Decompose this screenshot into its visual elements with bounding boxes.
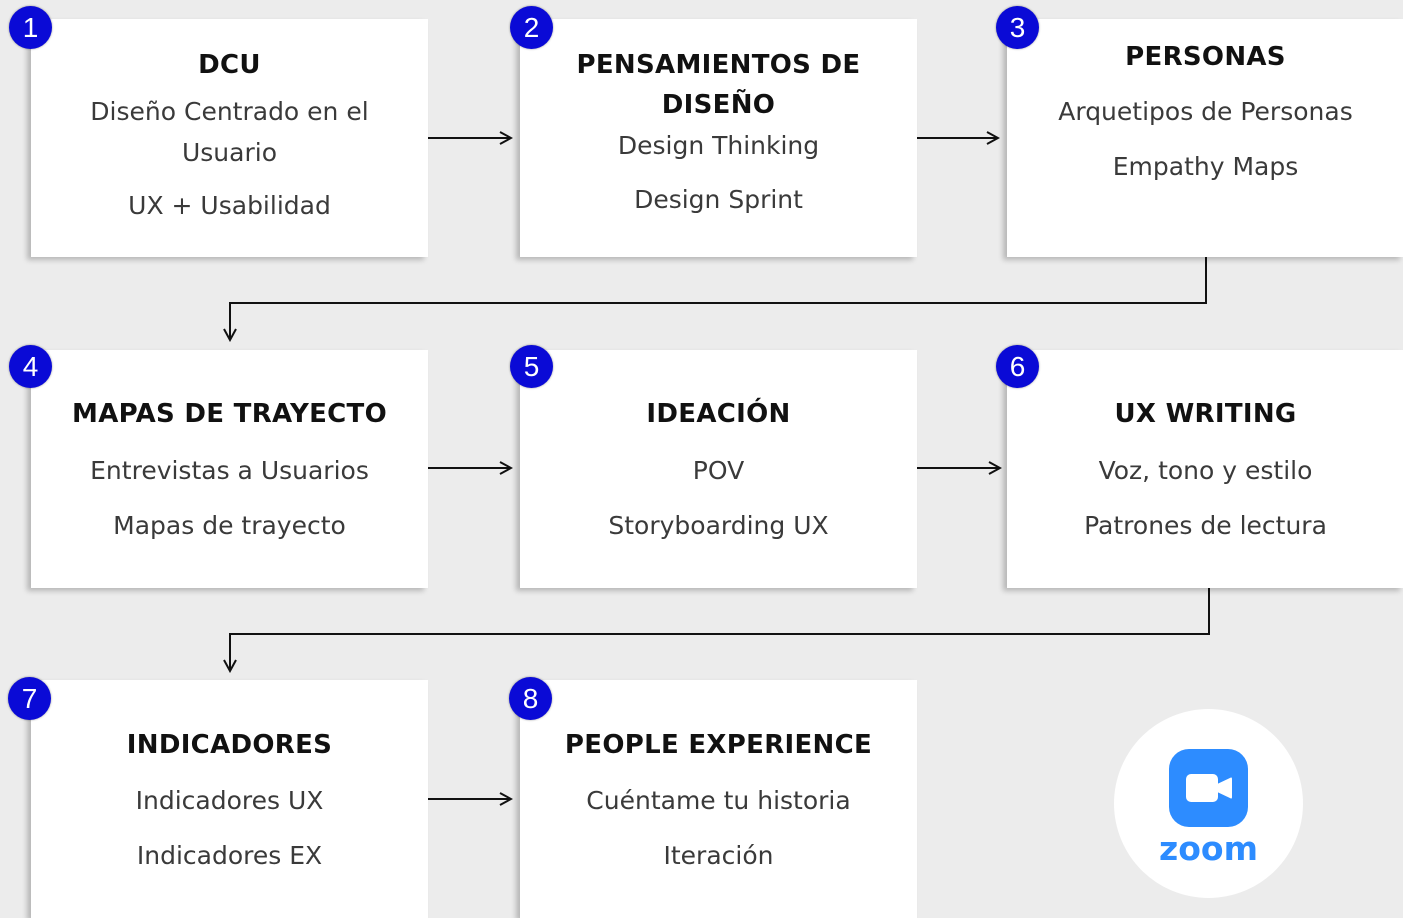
step-card-people-experience: PEOPLE EXPERIENCE Cuéntame tu historia I… <box>520 680 917 918</box>
step-title: INDICADORES <box>126 730 333 760</box>
step-number-badge: 1 <box>9 6 52 49</box>
zoom-logo: zoom <box>1114 709 1303 898</box>
step-title: PEOPLE EXPERIENCE <box>564 730 873 760</box>
step-card-ux-writing: UX WRITING Voz, tono y estilo Patrones d… <box>1007 350 1403 588</box>
step-detail: Iteración <box>663 841 774 870</box>
step-title: UX WRITING <box>1114 399 1297 429</box>
step-card-personas: PERSONAS Arquetipos de Personas Empathy … <box>1007 19 1403 257</box>
step-detail: Diseño Centrado en el Usuario <box>90 97 369 167</box>
step-detail: Design Thinking <box>617 131 820 160</box>
step-detail: Patrones de lectura <box>1084 511 1327 540</box>
step-number-badge: 5 <box>510 345 553 388</box>
step-title: PENSAMIENTOS DE DISEÑO <box>576 50 861 120</box>
step-detail: Cuéntame tu historia <box>586 786 851 815</box>
step-card-dcu: DCU Diseño Centrado en el Usuario UX + U… <box>31 19 428 257</box>
step-number-badge: 7 <box>8 677 51 720</box>
arrow-6-to-7 <box>230 588 1210 671</box>
step-detail: Storyboarding UX <box>608 511 829 540</box>
step-detail: POV <box>692 456 745 485</box>
step-detail: Indicadores UX <box>135 786 324 815</box>
step-card-pensamientos-de-diseno: PENSAMIENTOS DE DISEÑO Design Thinking D… <box>520 19 917 257</box>
step-title: IDEACIÓN <box>646 399 791 429</box>
step-title: MAPAS DE TRAYECTO <box>72 399 387 429</box>
step-number-badge: 8 <box>509 677 552 720</box>
step-card-indicadores: INDICADORES Indicadores UX Indicadores E… <box>31 680 428 918</box>
step-detail: UX + Usabilidad <box>128 191 331 220</box>
video-camera-icon <box>1169 749 1248 827</box>
step-detail: Mapas de trayecto <box>113 511 346 540</box>
zoom-wordmark: zoom <box>1159 829 1258 868</box>
step-number-badge: 3 <box>996 6 1039 49</box>
step-card-mapas-de-trayecto: MAPAS DE TRAYECTO Entrevistas a Usuarios… <box>31 350 428 588</box>
step-detail: Voz, tono y estilo <box>1098 456 1313 485</box>
step-title: PERSONAS <box>1125 42 1286 72</box>
step-title: DCU <box>198 50 261 80</box>
step-number-badge: 6 <box>996 345 1039 388</box>
step-number-badge: 2 <box>510 6 553 49</box>
step-detail: Indicadores EX <box>136 841 323 870</box>
step-detail: Empathy Maps <box>1112 152 1299 181</box>
step-detail: Arquetipos de Personas <box>1058 97 1353 126</box>
step-detail: Entrevistas a Usuarios <box>90 456 369 485</box>
step-detail: Design Sprint <box>634 185 803 214</box>
arrow-3-to-4 <box>230 257 1207 340</box>
step-card-ideacion: IDEACIÓN POV Storyboarding UX <box>520 350 917 588</box>
step-number-badge: 4 <box>9 345 52 388</box>
